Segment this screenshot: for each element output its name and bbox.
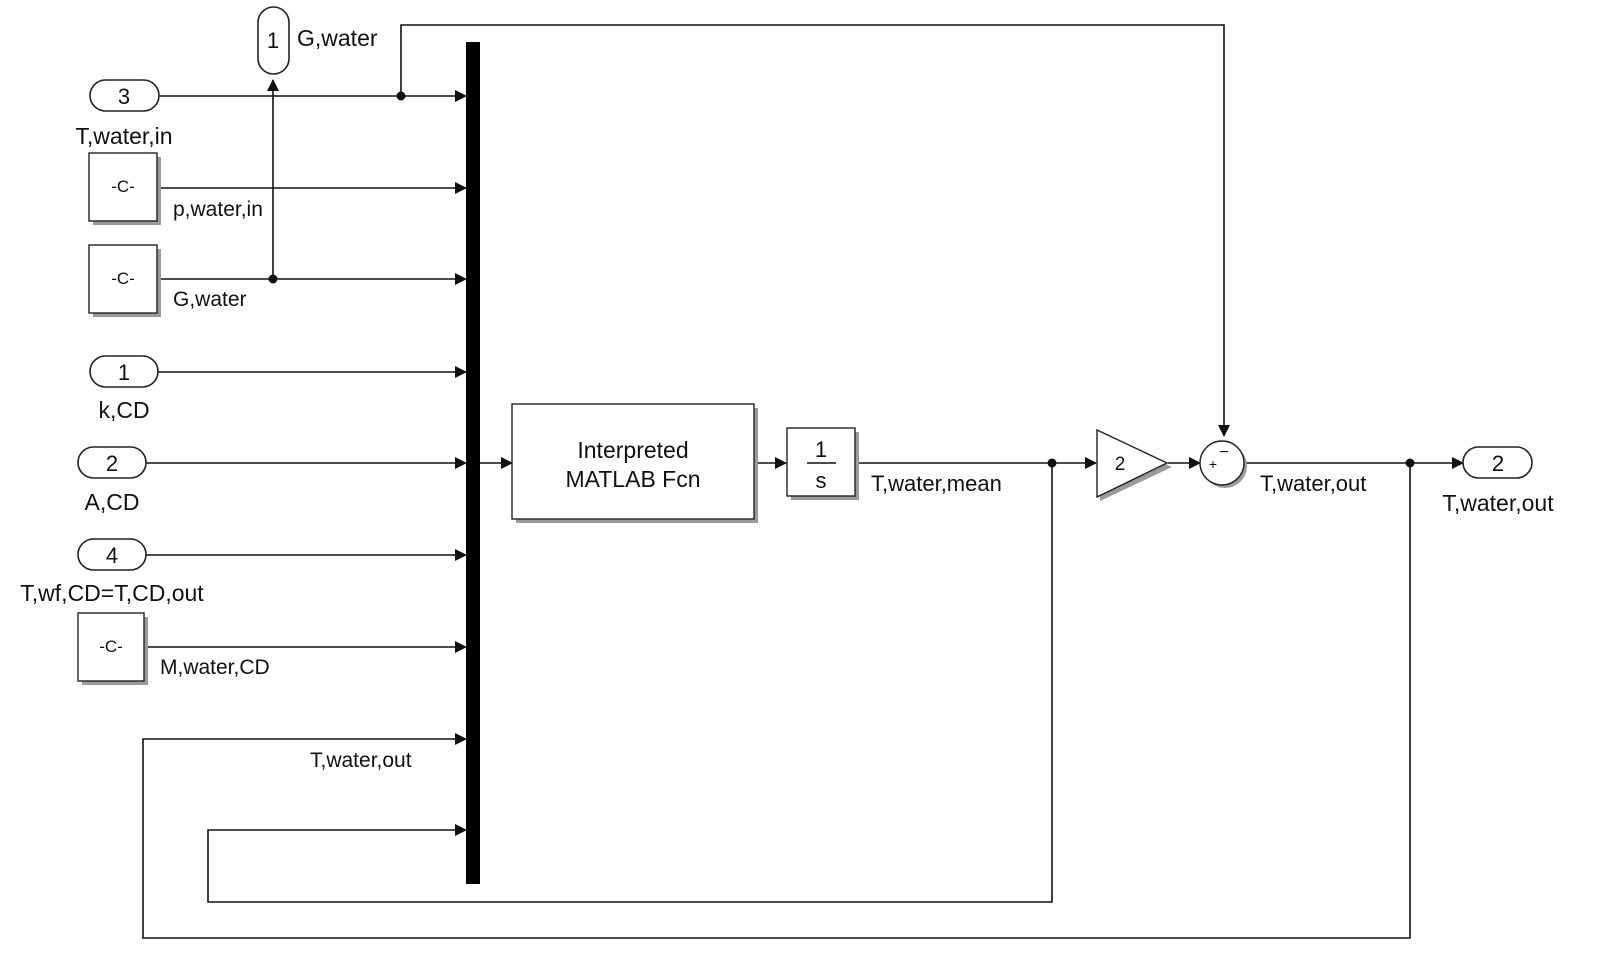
constant-g-label: G,water: [173, 288, 247, 311]
constant-g-water[interactable]: -C- G,water: [88, 244, 247, 317]
constant-p-label: p,water,in: [173, 198, 263, 221]
junction-dot: [396, 91, 406, 101]
goto-label: G,water: [297, 25, 378, 51]
constant-block[interactable]: [88, 152, 158, 222]
integrator-output-label: T,water,mean: [871, 471, 1002, 496]
inport-3[interactable]: 3 T,water,in: [75, 79, 173, 149]
outport-2-number: 2: [1492, 451, 1504, 476]
sum-minus-sign: −: [1219, 444, 1228, 461]
matlab-fcn-line1: Interpreted: [577, 437, 688, 463]
inport-2-shape[interactable]: [77, 446, 147, 479]
matlab-fcn-box[interactable]: [511, 403, 755, 520]
inport-4[interactable]: 4 T,wf,CD=T,CD,out: [20, 538, 204, 606]
matlab-fcn-line2: MATLAB Fcn: [565, 466, 700, 492]
junction-dot: [1047, 458, 1057, 468]
feedback-signal-label: T,water,out: [310, 749, 412, 772]
junction-dot: [268, 274, 278, 284]
constant-block[interactable]: [88, 244, 158, 314]
inport-1-label: k,CD: [98, 397, 149, 423]
constant-symbol: -C-: [111, 269, 135, 288]
outport-2-label: T,water,out: [1442, 490, 1554, 516]
sum-output-label: T,water,out: [1260, 471, 1366, 496]
inport-1[interactable]: 1 k,CD: [89, 355, 159, 423]
wire-feedback-twatermean: [207, 463, 1053, 903]
constant-symbol: -C-: [99, 637, 123, 656]
gain-triangle[interactable]: [1096, 428, 1169, 499]
inport-2-number: 2: [106, 451, 118, 476]
inport-2-label: A,CD: [85, 489, 140, 515]
goto-number: 1: [267, 28, 279, 53]
gain-value: 2: [1115, 454, 1126, 475]
inport-3-shape[interactable]: [89, 79, 160, 112]
integrator-numerator: 1: [815, 437, 827, 462]
inport-1-number: 1: [118, 360, 130, 385]
sum-plus-sign: +: [1209, 456, 1217, 472]
inport-1-shape[interactable]: [89, 355, 159, 388]
sum-circle[interactable]: [1199, 440, 1245, 486]
inport-4-number: 4: [106, 543, 118, 568]
wire-feedback-twaterout: [142, 463, 1411, 939]
goto-shape[interactable]: [257, 6, 290, 75]
inport-2[interactable]: 2 A,CD: [77, 446, 147, 515]
gain-block[interactable]: 2: [1096, 428, 1172, 501]
constant-m-label: M,water,CD: [160, 656, 270, 679]
matlab-fcn-block[interactable]: Interpreted MATLAB Fcn: [511, 403, 758, 523]
outport-2[interactable]: 2 T,water,out: [1442, 446, 1554, 516]
constant-p-water-in[interactable]: -C- p,water,in: [88, 152, 263, 225]
constant-symbol: -C-: [111, 177, 135, 196]
inport-4-label: T,wf,CD=T,CD,out: [20, 580, 204, 606]
inport-3-label: T,water,in: [75, 123, 172, 149]
wire-twaterin-to-sum: [400, 24, 1230, 437]
inport-3-number: 3: [118, 84, 130, 109]
inport-4-shape[interactable]: [77, 538, 147, 571]
sum-block[interactable]: + −: [1199, 440, 1247, 488]
integrator-box[interactable]: [786, 427, 856, 497]
constant-m-water-cd[interactable]: -C- M,water,CD: [77, 612, 270, 685]
goto-g-water[interactable]: 1 G,water: [257, 6, 378, 75]
junction-dot: [1405, 458, 1415, 468]
mux-block[interactable]: [466, 42, 480, 884]
integrator-block[interactable]: 1 s: [786, 427, 859, 500]
outport-2-shape[interactable]: [1462, 446, 1533, 479]
junction-dots: [268, 91, 1415, 468]
constant-block[interactable]: [77, 612, 145, 682]
integrator-denominator: s: [816, 468, 827, 493]
